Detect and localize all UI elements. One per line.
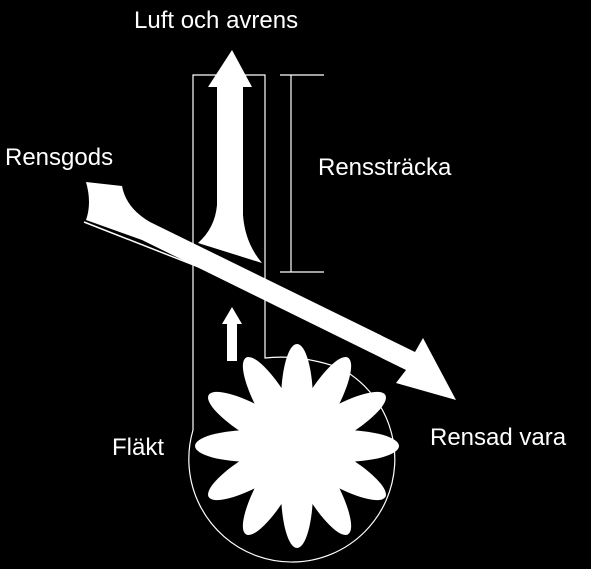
- label-top-outlet: Luft och avrens: [134, 7, 298, 34]
- label-fan: Fläkt: [112, 434, 164, 461]
- label-output: Rensad vara: [430, 424, 567, 451]
- label-input: Rensgods: [5, 144, 113, 171]
- label-cleaning-section: Renssträcka: [318, 154, 452, 181]
- air-exhaust-arrow: [198, 50, 262, 263]
- sieve-grating-line: [83, 221, 266, 294]
- cleaning-section-bracket: [280, 74, 324, 273]
- material-flow-arrow: [86, 182, 456, 400]
- small-airflow-arrow: [222, 307, 242, 361]
- fan-impeller: [195, 344, 399, 548]
